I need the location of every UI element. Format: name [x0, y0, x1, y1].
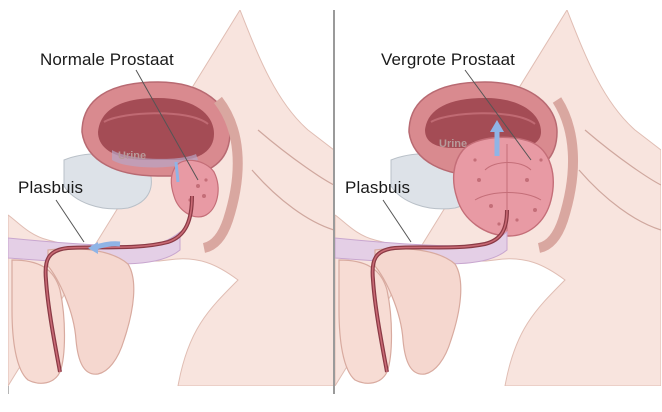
label-urine-left: Urine [118, 150, 146, 162]
title-normal-prostate: Normale Prostaat [40, 50, 174, 70]
label-urine-right: Urine [439, 138, 467, 150]
panel-enlarged-prostate: Vergrote Prostaat Plasbuis Urine [335, 10, 661, 386]
title-enlarged-prostate: Vergrote Prostaat [381, 50, 515, 70]
bladder-cavity [98, 98, 214, 160]
label-urethra-right: Plasbuis [345, 178, 410, 198]
label-urethra-left: Plasbuis [18, 178, 83, 198]
panel-normal-prostate: Normale Prostaat Plasbuis Urine [8, 10, 334, 386]
leader-line-urethra [383, 200, 411, 242]
